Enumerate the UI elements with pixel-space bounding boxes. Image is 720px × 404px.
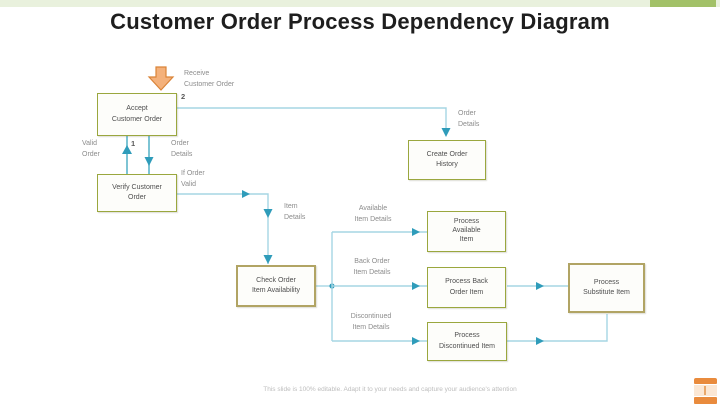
node-process-substitute-item[interactable]: Process Substitute Item <box>568 263 645 313</box>
node-accept-customer-order[interactable]: Accept Customer Order <box>97 93 177 136</box>
edge-label-receive-customer-order: Receive Customer Order <box>184 70 235 88</box>
arrowhead-right-icon <box>412 228 420 236</box>
edge-label-back-order-item-details: Back Order Item Details <box>353 258 391 276</box>
edge-label-discontinued-item-details: Discontinued Item Details <box>350 313 392 331</box>
arrowhead-right-icon <box>412 282 420 290</box>
top-bar-accent <box>650 0 716 7</box>
logo-top-bar <box>694 378 717 384</box>
start-arrow-icon <box>147 66 175 91</box>
node-process-available-item[interactable]: Process Available Item <box>427 211 506 252</box>
arrowhead-down-icon <box>441 128 451 137</box>
edge-label-if-order-valid: If Order Valid <box>181 170 205 188</box>
node-process-discontinued-item[interactable]: Process Discontinued Item <box>427 322 507 361</box>
logo-middle <box>694 385 717 396</box>
edge-label-valid-order: Valid Order <box>82 140 100 158</box>
edge-discontinued-to-substitute <box>507 314 608 342</box>
arrowhead-right-icon <box>242 190 250 198</box>
node-check-order-item-availability[interactable]: Check Order Item Availability <box>236 265 316 307</box>
brand-logo-icon <box>694 378 717 404</box>
arrowhead-right-icon <box>412 337 420 345</box>
edge-label-step-1: 1 <box>131 139 136 148</box>
top-bar <box>0 0 720 7</box>
edge-label-available-item-details: Available Item Details <box>354 205 392 223</box>
edge-label-order-details-right: Order Details <box>458 110 480 128</box>
footer-disclaimer: This slide is 100% editable. Adapt it to… <box>263 386 517 393</box>
arrowhead-down-icon <box>263 209 273 218</box>
arrowhead-down-icon <box>144 157 154 166</box>
logo-bottom-bar <box>694 397 717 404</box>
edge-verify-to-check <box>177 193 269 264</box>
edge-label-order-details-left: Order Details <box>171 140 193 158</box>
node-process-back-order-item[interactable]: Process Back Order Item <box>427 267 506 308</box>
edge-accept-to-create-history <box>177 107 447 133</box>
edge-label-step-2: 2 <box>181 92 186 101</box>
node-verify-customer-order[interactable]: Verify Customer Order <box>97 174 177 212</box>
node-create-order-history[interactable]: Create Order History <box>408 140 486 180</box>
edge-label-item-details: Item Details <box>284 203 306 221</box>
arrowhead-right-icon <box>536 282 544 290</box>
arrowhead-down-icon <box>263 255 273 264</box>
arrowhead-right-icon <box>536 337 544 345</box>
arrowhead-up-icon <box>122 145 132 154</box>
page-title: Customer Order Process Dependency Diagra… <box>110 9 610 34</box>
